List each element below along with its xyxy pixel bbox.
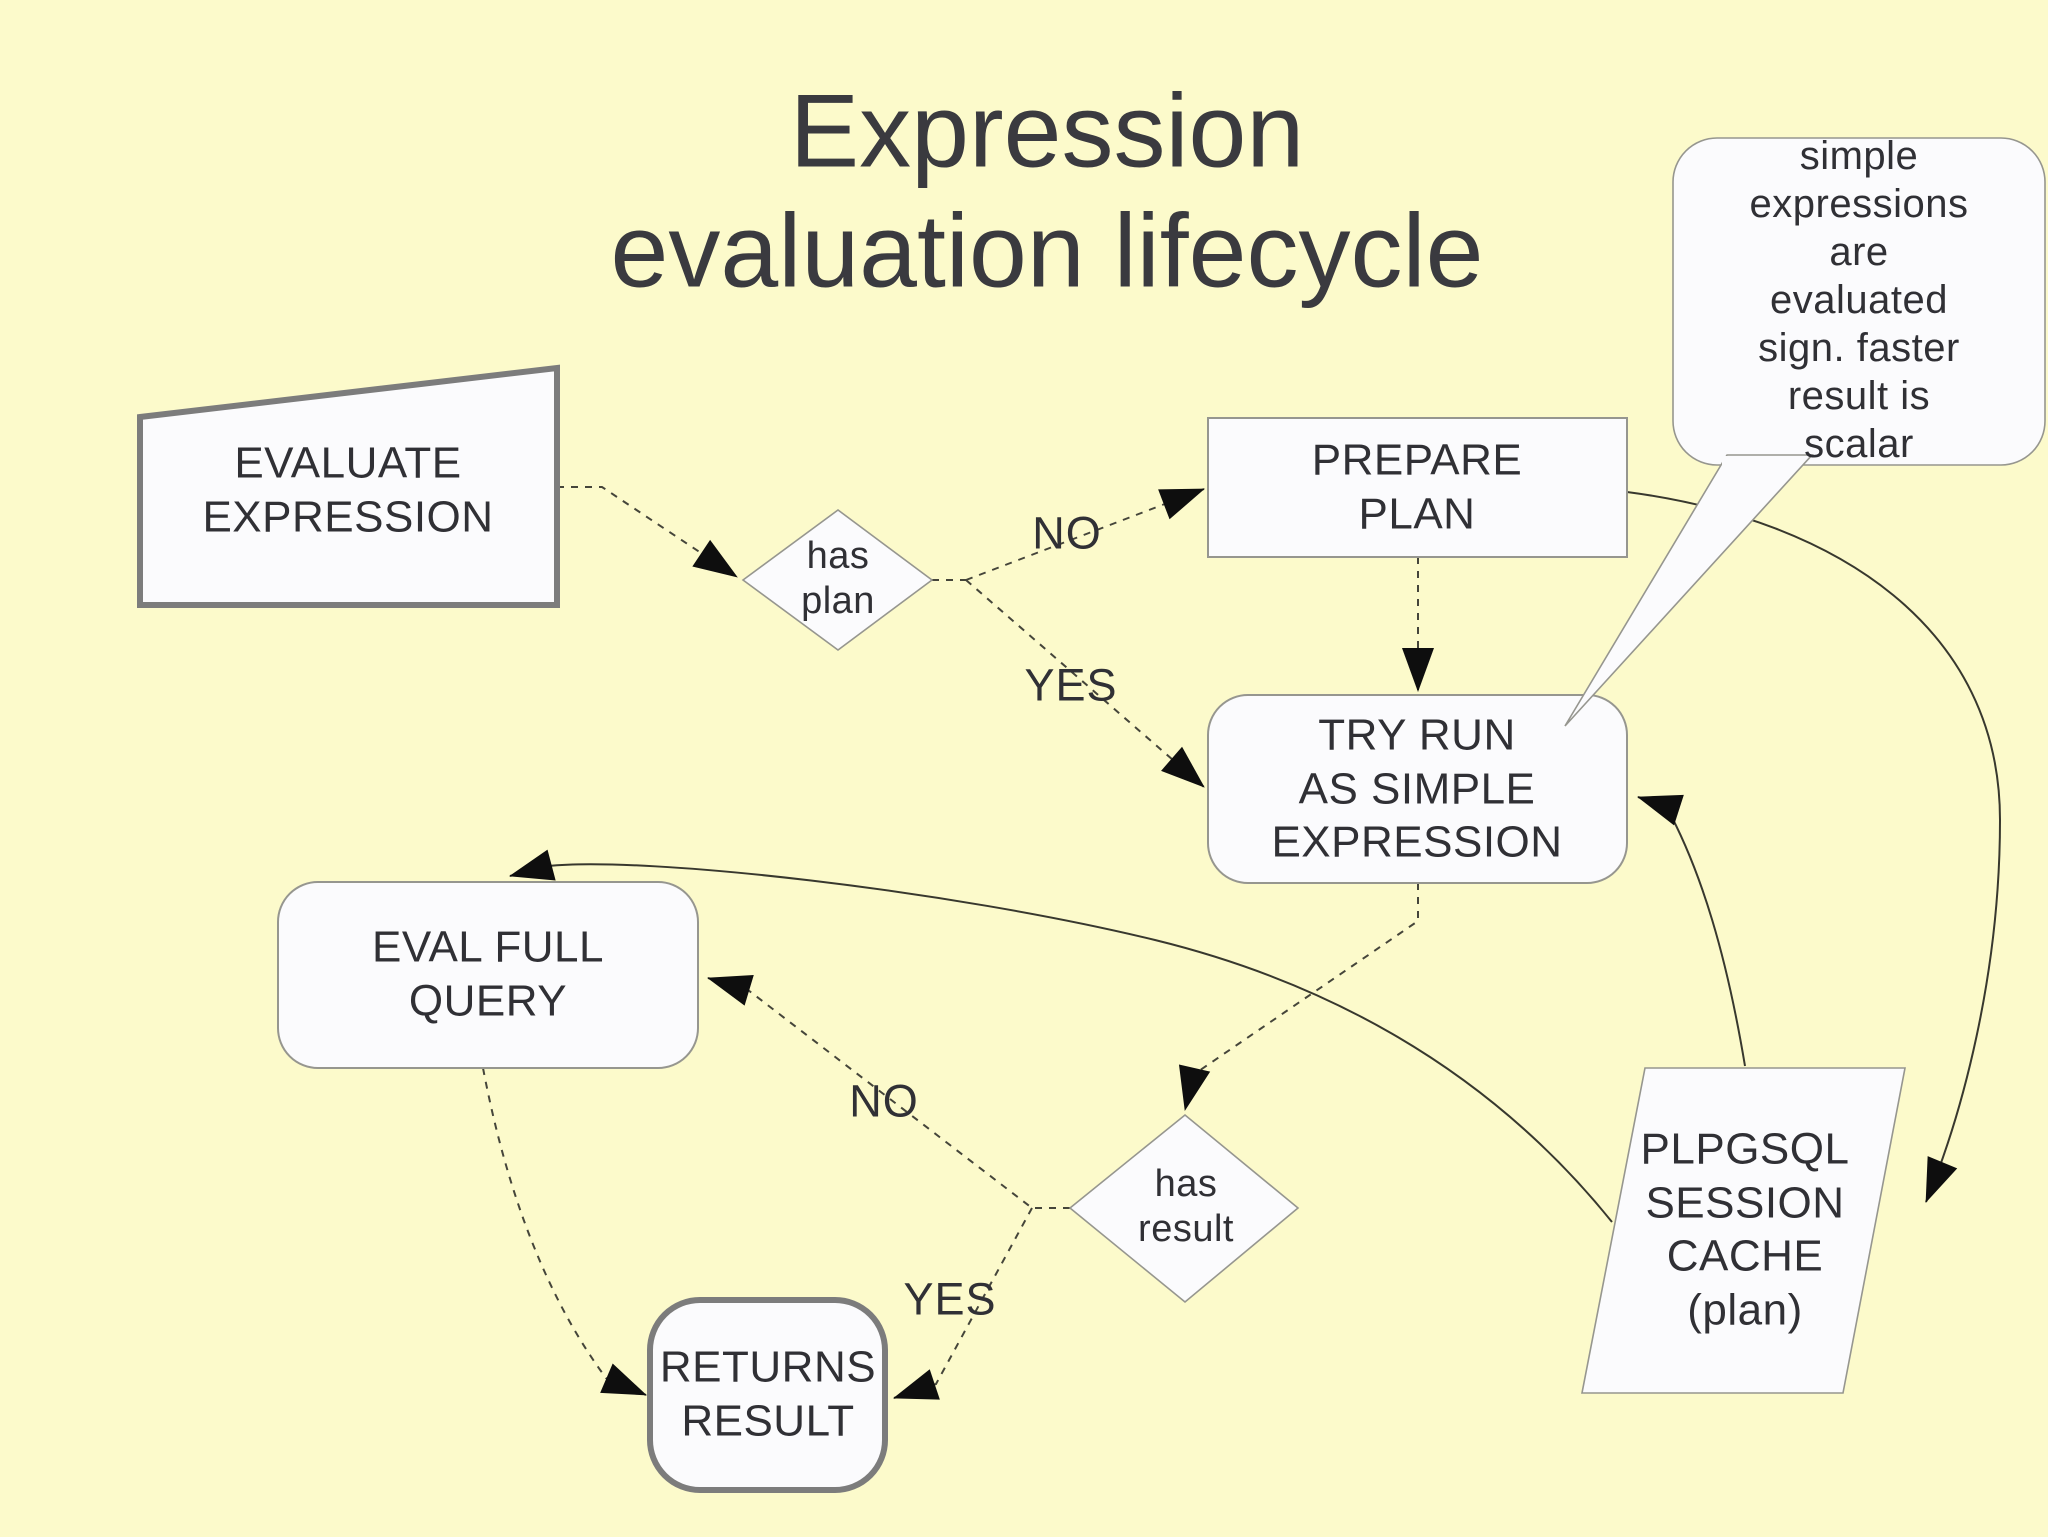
edge-cache-to-try-run <box>1637 794 1746 1067</box>
page-title: Expression evaluation lifecycle <box>610 73 1484 309</box>
edge-eval-full-query-to-returns <box>482 1067 647 1396</box>
has-result-yes-label: YES <box>903 1273 997 1325</box>
has-plan-yes-label: YES <box>1024 659 1118 711</box>
edge-has-plan-yes <box>965 579 1205 788</box>
has-plan-diamond <box>741 509 934 651</box>
eval-full-query-shape <box>277 881 699 1069</box>
node-has-result: has result <box>1138 1163 1234 1250</box>
edge-try-run-to-has-result <box>1178 883 1419 1111</box>
node-evaluate-expression: EVALUATE EXPRESSION <box>202 438 494 541</box>
try-run-shape <box>1207 694 1628 884</box>
edge-cache-to-eval-full-query <box>509 849 1613 1223</box>
has-result-diamond <box>1068 1113 1300 1304</box>
prepare-plan-shape <box>1207 417 1628 558</box>
node-eval-full-query: EVAL FULL QUERY <box>372 922 604 1025</box>
plpgsql-session-cache-shape <box>1581 1067 1906 1394</box>
edge-evaluate-to-has-plan <box>557 486 738 578</box>
speech-bubble-note: simple expressions are evaluated sign. f… <box>1749 134 1969 466</box>
node-returns-result: RETURNS RESULT <box>659 1342 877 1445</box>
edge-prepare-plan-to-cache <box>1626 491 2002 1203</box>
node-has-plan: has plan <box>801 535 875 622</box>
edge-has-result-yes <box>893 1207 1033 1400</box>
edge-has-plan-no <box>965 488 1205 581</box>
speech-bubble-shape <box>1672 137 2046 466</box>
node-plpgsql-session-cache: PLPGSQL SESSION CACHE (plan) <box>1640 1124 1850 1335</box>
speech-bubble-tail-mask <box>1722 456 1794 469</box>
node-prepare-plan: PREPARE PLAN <box>1311 435 1523 538</box>
has-result-no-label: NO <box>849 1075 919 1127</box>
speech-bubble-tail <box>1564 454 1814 727</box>
evaluate-expression-shape <box>137 364 560 608</box>
edge-has-result-no <box>707 975 1070 1209</box>
has-plan-no-label: NO <box>1032 507 1102 559</box>
returns-result-shape <box>647 1297 888 1493</box>
node-try-run-simple: TRY RUN AS SIMPLE EXPRESSION <box>1271 710 1563 867</box>
